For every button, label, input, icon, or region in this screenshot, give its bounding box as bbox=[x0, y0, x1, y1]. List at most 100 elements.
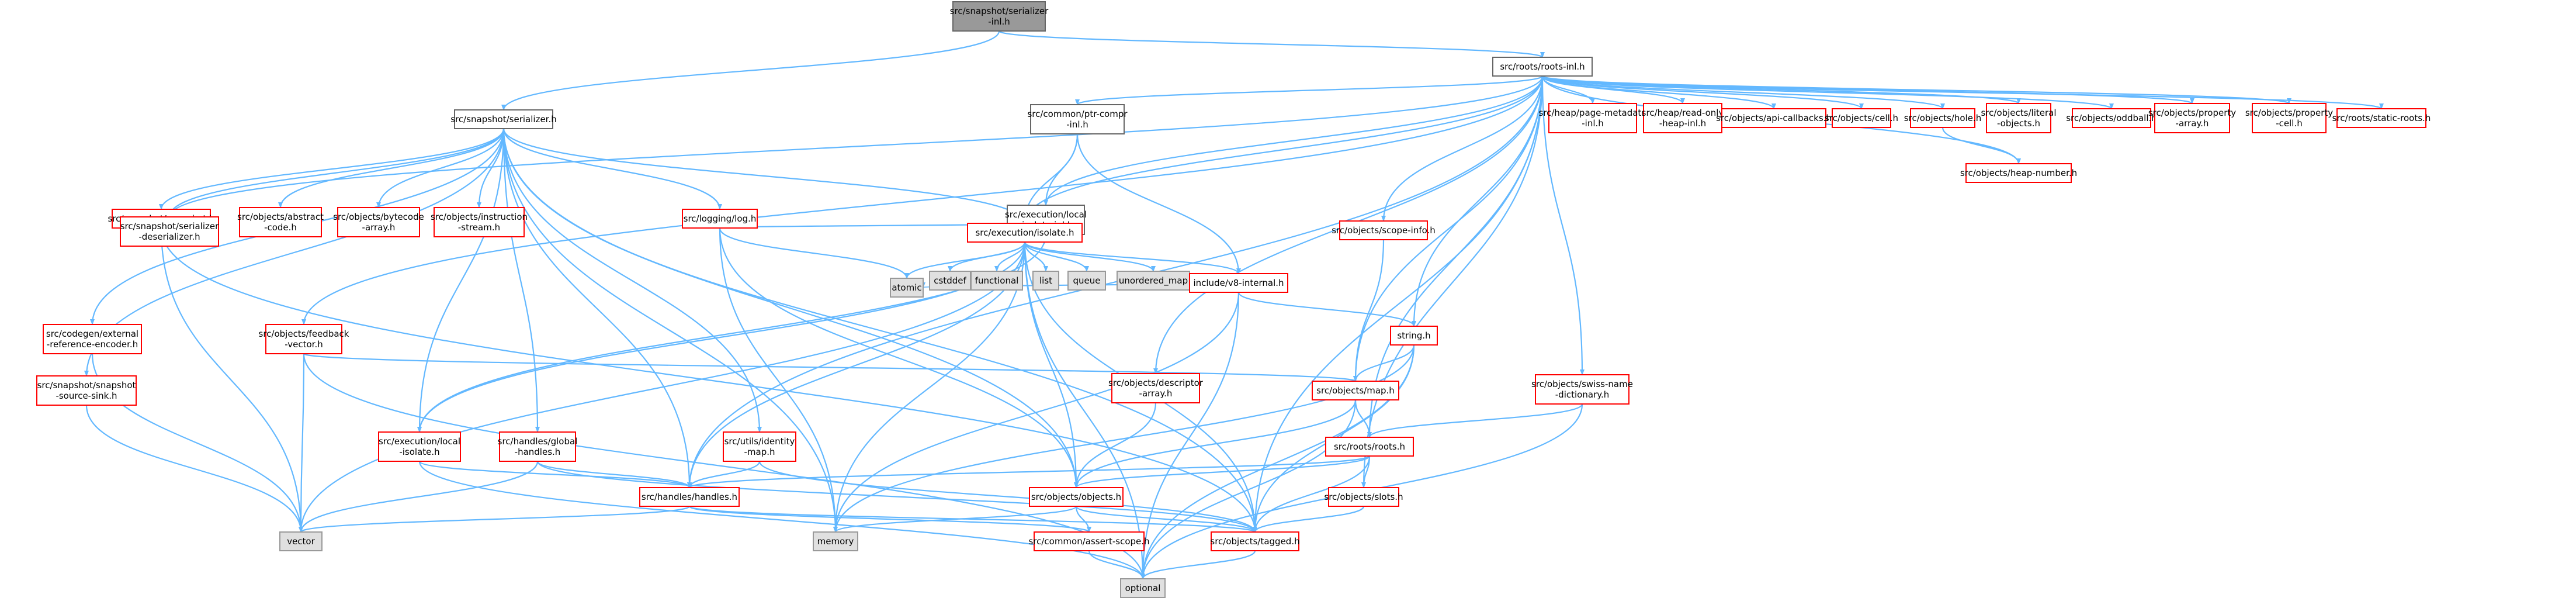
node-feedback[interactable]: src/objects/feedback-vector.h bbox=[259, 324, 349, 354]
node-globalhandles[interactable]: src/handles/global-handles.h bbox=[498, 431, 578, 462]
node-execlocal[interactable]: src/execution/local-isolate.h bbox=[378, 431, 461, 462]
node-optional[interactable]: optional bbox=[1120, 578, 1166, 598]
node-label: src/objects/property bbox=[2245, 108, 2333, 118]
node-list[interactable]: list bbox=[1032, 271, 1059, 291]
node-label: src/objects/api-callbacks.h bbox=[1716, 113, 1832, 123]
edge-execlocalinl-to-execlocal bbox=[417, 234, 1047, 433]
node-label: src/objects/objects.h bbox=[1031, 492, 1121, 502]
edge-feedback-to-vector bbox=[299, 353, 305, 533]
node-unorderedmap[interactable]: unordered_map bbox=[1117, 271, 1190, 291]
node-box bbox=[1034, 531, 1145, 551]
node-label: src/roots/roots.h bbox=[1334, 441, 1405, 452]
node-box bbox=[454, 109, 553, 129]
node-serializer[interactable]: src/snapshot/serializer.h bbox=[450, 109, 557, 129]
node-label: src/objects/cell.h bbox=[1825, 113, 1898, 123]
node-box bbox=[1189, 273, 1288, 293]
node-rootsinl[interactable]: src/roots/roots-inl.h bbox=[1492, 57, 1593, 77]
node-ptrcompr[interactable]: src/common/ptr-compr-inl.h bbox=[1027, 104, 1128, 134]
node-staticroots[interactable]: src/roots/static-roots.h bbox=[2332, 108, 2431, 128]
node-proparray[interactable]: src/objects/property-array.h bbox=[2148, 103, 2236, 133]
node-box bbox=[890, 278, 924, 298]
node-propcell[interactable]: src/objects/property-cell.h bbox=[2245, 103, 2333, 133]
edge-identitymap-to-tagged bbox=[758, 461, 1257, 533]
node-abstractcode[interactable]: src/objects/abstract-code.h bbox=[237, 207, 324, 237]
node-queue[interactable]: queue bbox=[1067, 271, 1106, 291]
node-log[interactable]: src/logging/log.h bbox=[682, 209, 758, 229]
node-label: src/snapshot/serializer bbox=[120, 221, 219, 232]
node-label: src/roots/static-roots.h bbox=[2332, 113, 2431, 123]
edge-isolate-to-queue bbox=[1024, 241, 1089, 272]
node-memory[interactable]: memory bbox=[813, 531, 858, 551]
node-label: -array.h bbox=[1139, 388, 1173, 399]
edge-handles-to-vector bbox=[299, 505, 691, 533]
edge-v8internal-to-optional bbox=[1140, 292, 1240, 579]
node-atomic[interactable]: atomic bbox=[890, 278, 924, 298]
node-map[interactable]: src/objects/map.h bbox=[1312, 381, 1399, 400]
node-box bbox=[1111, 373, 1200, 403]
node-assertscope[interactable]: src/common/assert-scope.h bbox=[1028, 531, 1150, 551]
edge-v8internal-to-memory bbox=[833, 292, 1240, 533]
node-apicallbacks[interactable]: src/objects/api-callbacks.h bbox=[1716, 108, 1832, 128]
node-label: atomic bbox=[892, 282, 921, 293]
edge-string-to-map bbox=[1353, 344, 1415, 382]
edge-serializer-to-isolate bbox=[502, 128, 1027, 224]
node-descarray[interactable]: src/objects/descriptor-array.h bbox=[1108, 373, 1204, 403]
edge-feedback-to-optional bbox=[303, 353, 1145, 579]
node-label: src/objects/swiss-name bbox=[1531, 379, 1633, 389]
node-label: src/objects/scope-info.h bbox=[1332, 225, 1436, 236]
node-box bbox=[952, 1, 1046, 32]
node-deserializer[interactable]: src/snapshot/serializer-deserializer.h bbox=[120, 216, 219, 247]
node-identitymap[interactable]: src/utils/identity-map.h bbox=[723, 431, 796, 462]
node-label: -dictionary.h bbox=[1555, 389, 1609, 400]
node-label: -stream.h bbox=[458, 222, 500, 233]
node-instruction[interactable]: src/objects/instruction-stream.h bbox=[431, 207, 528, 237]
node-pagemeta[interactable]: src/heap/page-metadata-inl.h bbox=[1538, 103, 1647, 133]
edge-objects-to-tagged bbox=[1075, 506, 1257, 533]
node-label: -reference-encoder.h bbox=[47, 339, 138, 350]
node-cell[interactable]: src/objects/cell.h bbox=[1825, 108, 1898, 128]
node-hole[interactable]: src/objects/hole.h bbox=[1904, 108, 1981, 128]
node-tagged[interactable]: src/objects/tagged.h bbox=[1210, 531, 1300, 551]
node-box bbox=[1117, 271, 1190, 291]
node-v8internal[interactable]: include/v8-internal.h bbox=[1189, 273, 1288, 293]
edge-rootsinl-to-oddball bbox=[1541, 75, 2114, 110]
edge-serializer-to-execlocal bbox=[417, 128, 505, 433]
edge-isolate-to-vector bbox=[299, 241, 1026, 533]
edge-serializer-to-tagged bbox=[502, 128, 1257, 533]
edge-root-to-rootsinl bbox=[998, 30, 1545, 58]
node-handles[interactable]: src/handles/handles.h bbox=[639, 487, 740, 507]
node-label: cstddef bbox=[934, 275, 966, 286]
node-codegenext[interactable]: src/codegen/external-reference-encoder.h bbox=[43, 324, 142, 354]
node-cstddef[interactable]: cstddef bbox=[929, 271, 971, 291]
node-label: src/execution/isolate.h bbox=[975, 227, 1074, 238]
node-box bbox=[1492, 57, 1593, 77]
node-readonly[interactable]: src/heap/read-only-heap-inl.h bbox=[1642, 103, 1724, 133]
edge-rootsinl-to-string bbox=[1412, 75, 1544, 327]
node-string[interactable]: string.h bbox=[1390, 326, 1438, 346]
node-swissname[interactable]: src/objects/swiss-name-dictionary.h bbox=[1531, 374, 1633, 405]
node-slots[interactable]: src/objects/slots.h bbox=[1324, 487, 1403, 507]
node-oddball[interactable]: src/objects/oddball.h bbox=[2066, 108, 2157, 128]
node-box bbox=[434, 207, 525, 237]
node-roots[interactable]: src/roots/roots.h bbox=[1325, 437, 1414, 457]
node-box bbox=[265, 324, 342, 354]
node-label: vector bbox=[287, 536, 315, 547]
node-sourcesink[interactable]: src/snapshot/snapshot-source-sink.h bbox=[36, 375, 137, 406]
edge-rootsinl-to-deserializer bbox=[167, 75, 1544, 217]
node-label: -vector.h bbox=[285, 339, 323, 350]
node-vector[interactable]: vector bbox=[279, 531, 323, 551]
node-objects[interactable]: src/objects/objects.h bbox=[1029, 487, 1124, 507]
node-scopeinfo[interactable]: src/objects/scope-info.h bbox=[1332, 220, 1436, 240]
node-box bbox=[1030, 104, 1125, 134]
node-heapnumber[interactable]: src/objects/heap-number.h bbox=[1960, 163, 2077, 183]
node-bytecode[interactable]: src/objects/bytecode-array.h bbox=[333, 207, 424, 237]
edge-log-to-memory bbox=[719, 227, 838, 533]
node-literal[interactable]: src/objects/literal-objects.h bbox=[1981, 103, 2057, 133]
node-label: src/handles/global bbox=[498, 436, 578, 447]
node-root[interactable]: src/snapshot/serializer-inl.h bbox=[950, 1, 1049, 32]
node-functional[interactable]: functional bbox=[970, 271, 1023, 291]
edge-rootsinl-to-map bbox=[1353, 75, 1544, 382]
node-isolate[interactable]: src/execution/isolate.h bbox=[967, 223, 1083, 243]
node-label: string.h bbox=[1397, 330, 1430, 341]
